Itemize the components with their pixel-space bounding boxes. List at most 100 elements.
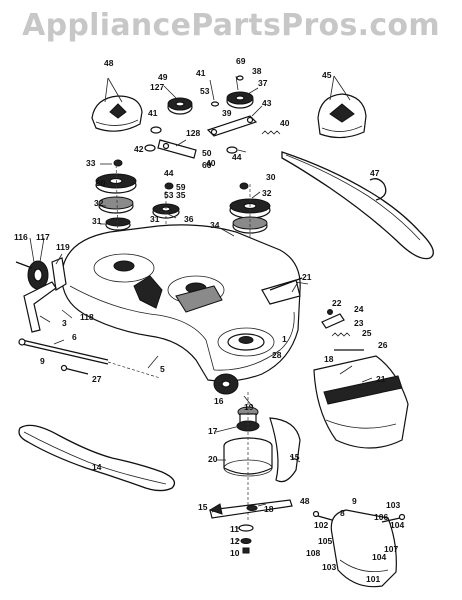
callout-number: 116 xyxy=(14,232,28,242)
callout-number: 32 xyxy=(94,198,104,208)
baffle-20 xyxy=(269,417,301,483)
callout-number: 9 xyxy=(40,356,45,366)
callout-number: 48 xyxy=(300,496,310,506)
callout-number: 69 xyxy=(236,56,246,66)
callout-number: 107 xyxy=(384,544,398,554)
watermark: AppliancePartsPros.com xyxy=(22,8,440,43)
callout-number: 128 xyxy=(186,128,200,138)
callout-number: 40 xyxy=(206,158,216,168)
bracket-128 xyxy=(157,139,197,159)
callout-number: 26 xyxy=(378,340,388,350)
callout-number: 3 xyxy=(62,318,67,328)
idler-arm-43 xyxy=(206,115,258,137)
drive-belt-48 xyxy=(18,424,176,492)
callout-number: 38 xyxy=(252,66,262,76)
callout-number: 17 xyxy=(208,426,218,436)
callout-number: 15 xyxy=(198,502,208,512)
callout-number: 117 xyxy=(36,232,50,242)
callout-number: 105 xyxy=(318,536,332,546)
pulley-stack-left xyxy=(95,159,137,241)
callout-number: 49 xyxy=(158,72,168,82)
callout-number: 103 xyxy=(386,500,400,510)
deck-wheel xyxy=(213,373,239,395)
callout-number: 31 xyxy=(92,216,102,226)
callout-number: 50 xyxy=(202,148,212,158)
callout-number: 43 xyxy=(262,98,272,108)
callout-number: 108 xyxy=(306,548,320,558)
callout-number: 35 xyxy=(176,190,186,200)
callout-number: 33 xyxy=(86,158,96,168)
callout-number: 45 xyxy=(322,70,332,80)
leader-lines xyxy=(29,75,373,541)
callout-number: 24 xyxy=(354,304,364,314)
callout-number: 118 xyxy=(80,312,94,322)
callout-number: 104 xyxy=(390,520,404,530)
callout-number: 23 xyxy=(354,318,364,328)
deflector-lower-right xyxy=(312,509,406,588)
callout-number: 44 xyxy=(164,168,174,178)
callout-number: 53 xyxy=(164,190,174,200)
callout-number: 18 xyxy=(324,354,334,364)
callout-number: 44 xyxy=(232,152,242,162)
callout-number: 103 xyxy=(322,562,336,572)
callout-number: 21 xyxy=(376,374,386,384)
callout-number: 10 xyxy=(230,548,240,558)
idler-pulley-37 xyxy=(226,91,254,109)
discharge-chute xyxy=(313,355,409,449)
callout-number: 104 xyxy=(372,552,386,562)
callout-number: 19 xyxy=(244,402,254,412)
callout-number: 30 xyxy=(96,178,106,188)
callout-number: 127 xyxy=(150,82,164,92)
callout-number: 21 xyxy=(302,272,312,282)
callout-number: 41 xyxy=(196,68,206,78)
callout-number: 34 xyxy=(210,220,220,230)
pulley-stack-right xyxy=(229,184,271,250)
callout-number: 8 xyxy=(340,508,345,518)
deflector-cover-left xyxy=(91,77,143,132)
callout-number: 28 xyxy=(272,350,282,360)
callout-number: 12 xyxy=(230,536,240,546)
bolt-19 xyxy=(60,364,89,375)
callout-number: 1 xyxy=(282,334,287,344)
callout-number: 36 xyxy=(184,214,194,224)
callout-number: 27 xyxy=(92,374,102,384)
callout-number: 101 xyxy=(366,574,380,584)
mower-blade xyxy=(208,499,293,519)
callout-number: 6 xyxy=(72,332,77,342)
callout-number: 22 xyxy=(332,298,342,308)
callout-number: 41 xyxy=(148,108,158,118)
hanger-bracket-front xyxy=(18,281,161,379)
callout-number: 59 xyxy=(176,182,186,192)
callout-number: 18 xyxy=(264,504,274,514)
pulley-stack-center xyxy=(152,186,180,246)
callout-number: 47 xyxy=(370,168,380,178)
callout-number: 14 xyxy=(92,462,102,472)
callout-number: 60 xyxy=(202,160,212,170)
washers-small xyxy=(113,75,249,190)
spring-40 xyxy=(261,130,281,135)
callout-number: 25 xyxy=(362,328,372,338)
linkage-right xyxy=(269,277,364,351)
callout-number: 30 xyxy=(266,172,276,182)
blade-hardware xyxy=(238,524,254,554)
gauge-wheel-left xyxy=(15,257,67,291)
callout-number: 16 xyxy=(214,396,224,406)
callout-number: 31 xyxy=(150,214,160,224)
callout-number: 9 xyxy=(352,496,357,506)
callout-number: 53 xyxy=(200,86,210,96)
callout-number: 32 xyxy=(262,188,272,198)
callout-number: 37 xyxy=(258,78,268,88)
callout-number: 48 xyxy=(104,58,114,68)
deflector-cover-right xyxy=(317,75,367,139)
callout-number: 42 xyxy=(134,144,144,154)
mower-deck-housing xyxy=(61,224,301,382)
callout-number: 15 xyxy=(290,452,300,462)
callout-number: 106 xyxy=(374,512,388,522)
callout-number: 102 xyxy=(314,520,328,530)
callout-number: 39 xyxy=(222,108,232,118)
callout-number: 5 xyxy=(160,364,165,374)
callout-number: 11 xyxy=(230,524,239,534)
